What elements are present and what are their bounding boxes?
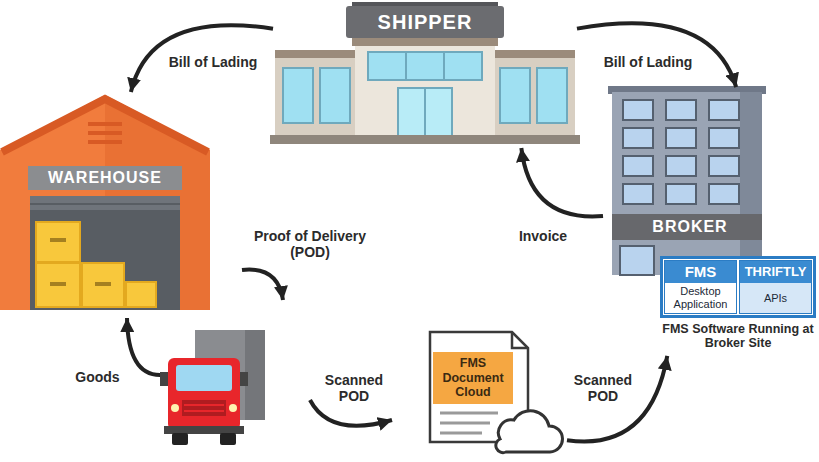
arrow-label-box: Invoice [511,228,575,244]
flow-arrow [567,356,667,442]
arrow-label: Bill of Lading [167,54,260,70]
document-cloud: FMS Document Cloud [425,330,565,455]
app-box: FMS Desktop Application [664,260,737,314]
warehouse-illustration [0,95,210,310]
flow-label: Scanned POD [318,372,390,404]
truck-illustration [160,330,265,445]
flow-arrow [131,25,273,92]
pod-arrow [242,270,283,300]
box-body: Desktop Application [665,285,736,310]
broker-building: BROKER [605,90,770,275]
flow-label: Proof of Delivery (POD) [240,228,380,260]
building-sign-box: WAREHOUSE [30,167,180,189]
arrow-label-box: Bill of Lading [163,54,263,70]
document-cloud-illustration [430,332,562,453]
box-heading-box: FMS [665,261,736,283]
flow-arrow [521,148,603,216]
broker-illustration [608,86,766,275]
software-panel: FMS Software Running at Broker Site FMS De… [660,256,816,353]
arrow-label: Bill of Lading [602,54,695,70]
box-body: APIs [764,292,787,305]
box-body-box: APIs [740,283,811,313]
building-sign-box: SHIPPER [350,8,500,36]
document-title-box: FMS Document Cloud [435,354,511,402]
flow-arrow [577,23,736,87]
panel-caption-box: FMS Software Running at Broker Site [660,322,816,351]
arrow-label-box: Bill of Lading [598,54,698,70]
flow-label-box: Scanned POD [318,372,390,404]
box-heading: FMS [685,263,717,280]
document-title: FMS Document Cloud [435,356,511,399]
arrow-label: Scanned POD [568,372,638,404]
goods-arrow [127,318,160,375]
shipper-illustration [270,2,580,144]
flow-label-box: Goods [70,369,125,385]
building-sign: WAREHOUSE [48,169,162,187]
flow-label-box: Proof of Delivery (POD) [240,228,380,260]
api-box: THRIFTLY APIs [739,260,812,314]
arrow-label: Invoice [517,228,569,244]
building-sign-box: BROKER [615,216,765,238]
arrow-label-box: Scanned POD [568,372,638,404]
shipper-building: SHIPPER [275,0,575,145]
building-sign: SHIPPER [378,11,473,34]
box-heading-box: THRIFTLY [740,261,811,283]
building-sign: BROKER [652,218,727,236]
warehouse-building: WAREHOUSE [0,95,210,310]
flow-label: Goods [73,369,121,385]
box-heading: THRIFTLY [745,265,807,280]
panel-caption: FMS Software Running at Broker Site [660,322,816,351]
box-body-box: Desktop Application [665,283,736,313]
